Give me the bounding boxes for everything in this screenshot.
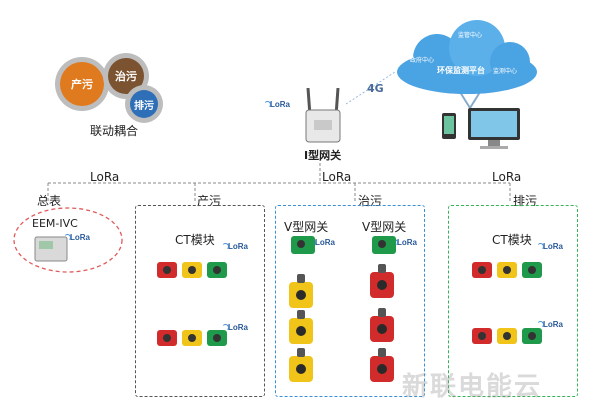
treat-sensor-red-3 [370,348,394,382]
treat-sensor-red-2 [370,308,394,342]
discharge-box [448,205,578,397]
treat-box [275,205,425,397]
gear-treat-label: 治污 [115,70,137,83]
discharge-lora-1: LoRa [537,242,563,251]
gear-treat: 治污 [108,58,144,94]
produce-ct-module-label: CT模块 [175,233,215,247]
main-meter-outline [13,207,123,273]
branch-produce-title: 产污 [197,194,222,208]
treat-gateway-1-label: V型网关 [284,220,329,234]
cloud-sub2: 政府中心 [410,57,435,64]
cloud-sub3: 监测中心 [493,68,518,75]
treat-sensor-yellow-2 [289,310,313,344]
produce-box [135,205,265,397]
bus-center-label: LoRa [322,170,352,184]
discharge-ct-module-label: CT模块 [492,233,532,247]
discharge-sensor-green-1 [522,262,542,278]
branch-treat-title: 治污 [358,194,383,208]
treat-gateway-1-device [291,236,315,254]
branch-main-meter-title: 总表 [37,194,62,208]
gateway-label: I型网关 [304,149,342,162]
gear-produce: 产污 [60,62,104,106]
treat-lora-1: LoRa [309,238,335,247]
produce-lora-1: LoRa [222,242,248,251]
monitor-icon [468,108,520,149]
produce-sensor-red-2 [157,330,177,346]
treat-sensor-yellow-3 [289,348,313,382]
signal-4g-label: 4G [367,82,384,95]
treat-sensor-red-1 [370,264,394,298]
cloud-platform-label: 环保监测平台 [437,66,485,75]
phone-icon [442,113,456,139]
produce-sensor-red-1 [157,262,177,278]
main-meter-device-label: EEM-IVC [32,217,78,230]
meter-device-icon [34,236,68,262]
bus-left-label: LoRa [90,170,120,184]
discharge-sensor-red-2 [472,328,492,344]
discharge-lora-2: LoRa [537,320,563,329]
discharge-sensor-yellow-2 [497,328,517,344]
cloud-icon [397,20,537,94]
main-meter-lora: LoRa [64,233,90,242]
discharge-sensor-green-2 [522,328,542,344]
produce-sensor-yellow-1 [182,262,202,278]
gateway-lora-label: LoRa [264,100,290,109]
coupling-label: 联动耦合 [90,124,139,138]
discharge-sensor-yellow-1 [497,262,517,278]
treat-gateway-2-label: V型网关 [362,220,407,234]
produce-sensor-green-1 [207,262,227,278]
produce-sensor-green-2 [207,330,227,346]
gear-discharge: 排污 [130,90,158,118]
discharge-sensor-red-1 [472,262,492,278]
watermark-text: 新联电能云 [402,372,543,402]
produce-sensor-yellow-2 [182,330,202,346]
produce-lora-2: LoRa [222,323,248,332]
treat-gateway-2-device [372,236,396,254]
cloud-sub1: 监管中心 [458,32,483,39]
treat-sensor-yellow-1 [289,274,313,308]
bus-right-label: LoRa [492,170,522,184]
treat-lora-2: LoRa [391,238,417,247]
gear-discharge-label: 排污 [134,100,154,112]
gateway-device-icon [305,88,341,143]
branch-discharge-title: 排污 [513,194,538,208]
gear-produce-label: 产污 [71,78,93,91]
